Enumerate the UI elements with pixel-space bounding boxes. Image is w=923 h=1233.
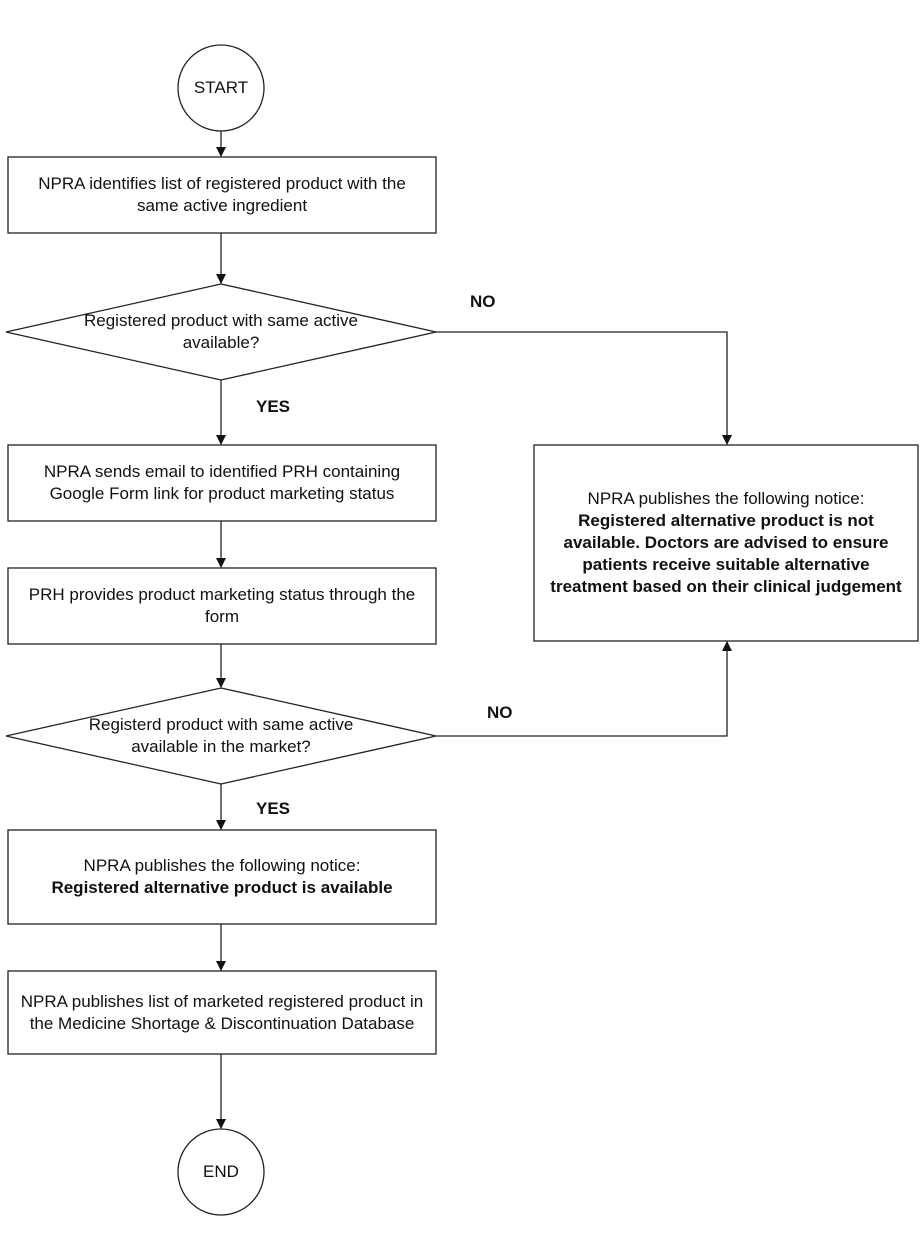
available-notice-heading: NPRA publishes the following notice: [83, 856, 361, 875]
connector-decision-no-to-notice [436, 331, 732, 445]
unavailable-notice-heading: NPRA publishes the following notice: [587, 489, 865, 508]
end-label: END [203, 1162, 239, 1181]
unavailable-notice-text: NPRA publishes the following notice: Reg… [534, 445, 918, 641]
identify-step-box [7, 156, 437, 234]
publish-list-step-text: NPRA publishes list of marketed register… [20, 991, 424, 1033]
send-email-step-box [7, 444, 437, 522]
publish-list-step-box [7, 970, 437, 1055]
no-label-market: NO [487, 703, 513, 722]
identify-step-text: NPRA identifies list of registered produ… [38, 174, 406, 215]
no-label-availability: NO [470, 292, 496, 311]
connector-market-no-to-notice [436, 641, 732, 737]
end-terminal [177, 1128, 265, 1216]
availability-decision-text: Registered product with same active avai… [83, 311, 359, 352]
send-email-step-text: NPRA sends email to identified PRH conta… [43, 462, 401, 503]
prh-status-step-text: PRH provides product marketing status th… [28, 585, 416, 626]
start-label: START [193, 78, 249, 97]
yes-label-market: YES [256, 799, 291, 818]
available-notice-body: Registered alternative product is availa… [51, 878, 393, 897]
prh-status-step-box [7, 567, 437, 645]
yes-label-availability: YES [256, 397, 291, 416]
available-notice-text: NPRA publishes the following notice: Reg… [8, 830, 436, 924]
market-decision-text: Registerd product with same active avail… [88, 715, 354, 756]
available-notice-box [7, 829, 437, 925]
unavailable-notice-body: Registered alternative product is not av… [550, 511, 902, 596]
